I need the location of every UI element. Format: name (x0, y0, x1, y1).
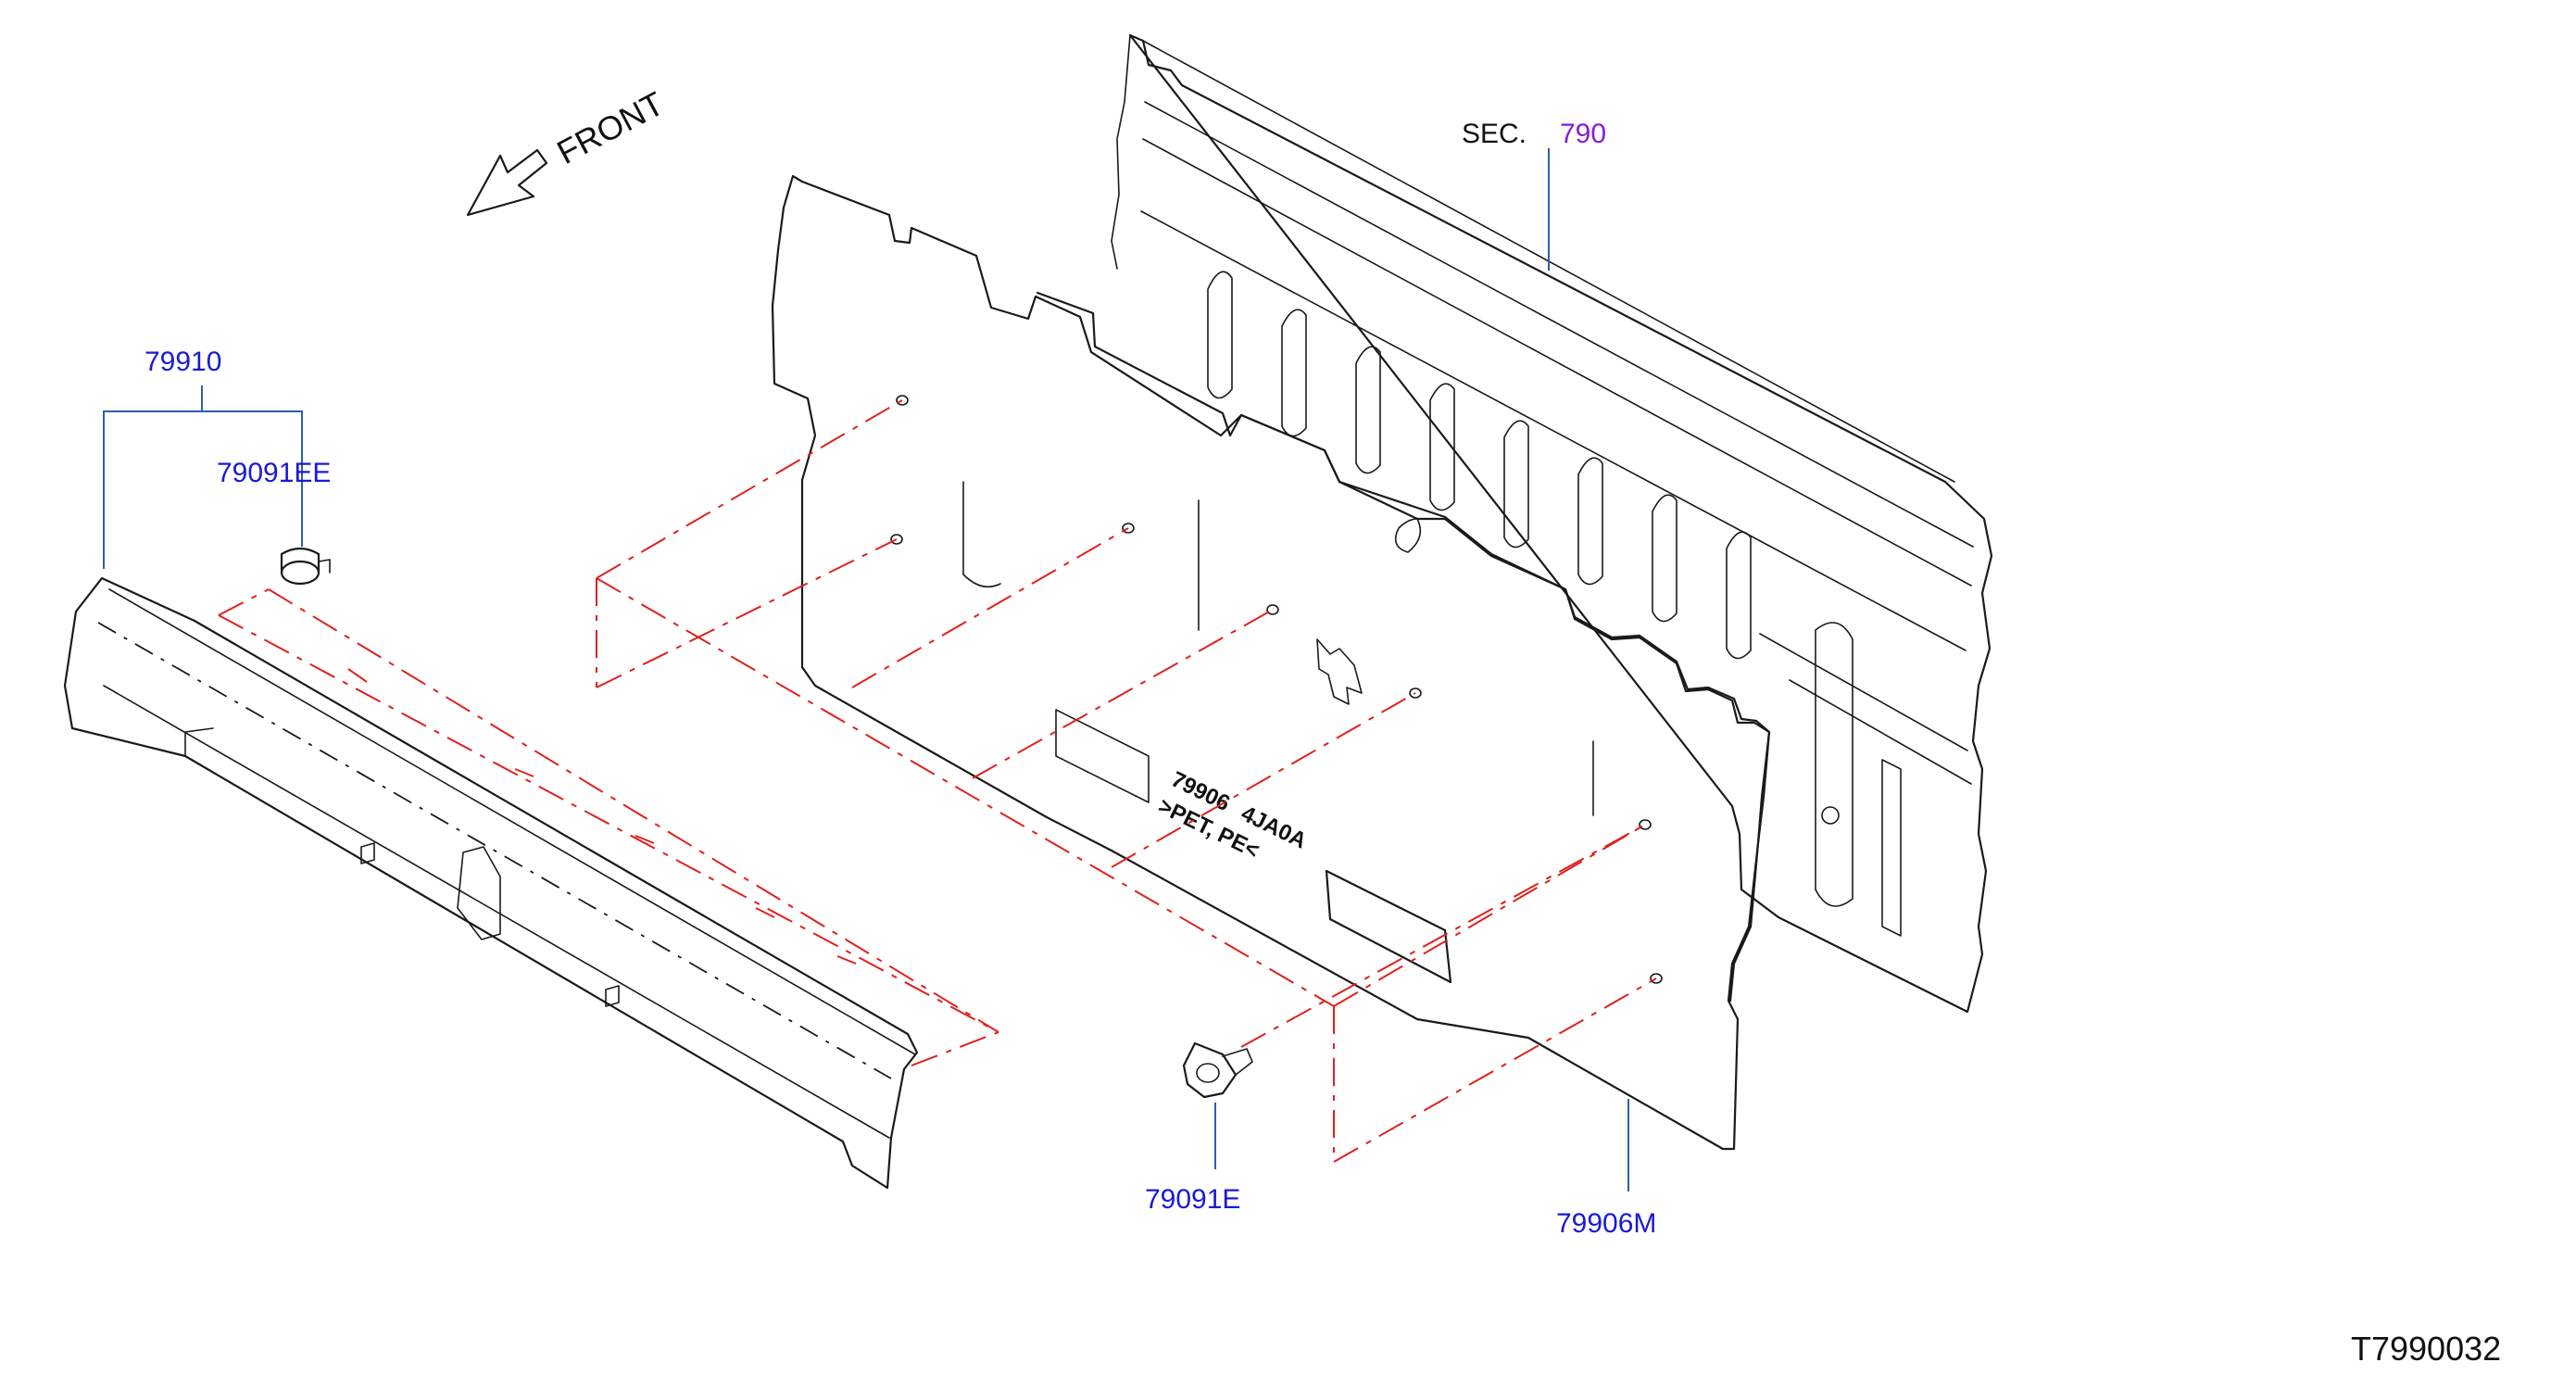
fastener-hole (890, 534, 903, 545)
phantom-installation-lines (218, 399, 1657, 1163)
front-direction-indicator: FRONT (466, 84, 671, 217)
callout-clip-upper: 79091EE (217, 458, 331, 488)
section-prefix: SEC. (1462, 119, 1527, 149)
sill-trim-assembly: 79910 79091EE (63, 347, 919, 1190)
fastener-hole (1122, 523, 1135, 534)
callout-trim-assembly: 79910 (145, 347, 221, 377)
rear-panel-finisher: 79906 4JA0A >PET, PE< 79906M (771, 174, 1771, 1239)
fastener-hole (1650, 973, 1663, 984)
fastener-hole (1266, 604, 1279, 615)
callout-panel-finisher: 79906M (1556, 1208, 1656, 1239)
section-number: 790 (1560, 119, 1606, 149)
front-label: FRONT (551, 84, 671, 171)
fastener-hole (896, 395, 909, 406)
front-arrow-icon (466, 148, 548, 217)
fastener-hole (1639, 819, 1652, 830)
clip-upper-icon (280, 547, 331, 586)
diagram-id: T7990032 (2351, 1330, 2501, 1368)
clip-lower: 79091E (1145, 1041, 1253, 1215)
back-wall-panel: SEC. 790 (1111, 33, 1993, 1014)
callout-clip-lower: 79091E (1145, 1184, 1240, 1215)
fastener-hole (1409, 688, 1422, 699)
clip-lower-icon (1182, 1041, 1253, 1099)
